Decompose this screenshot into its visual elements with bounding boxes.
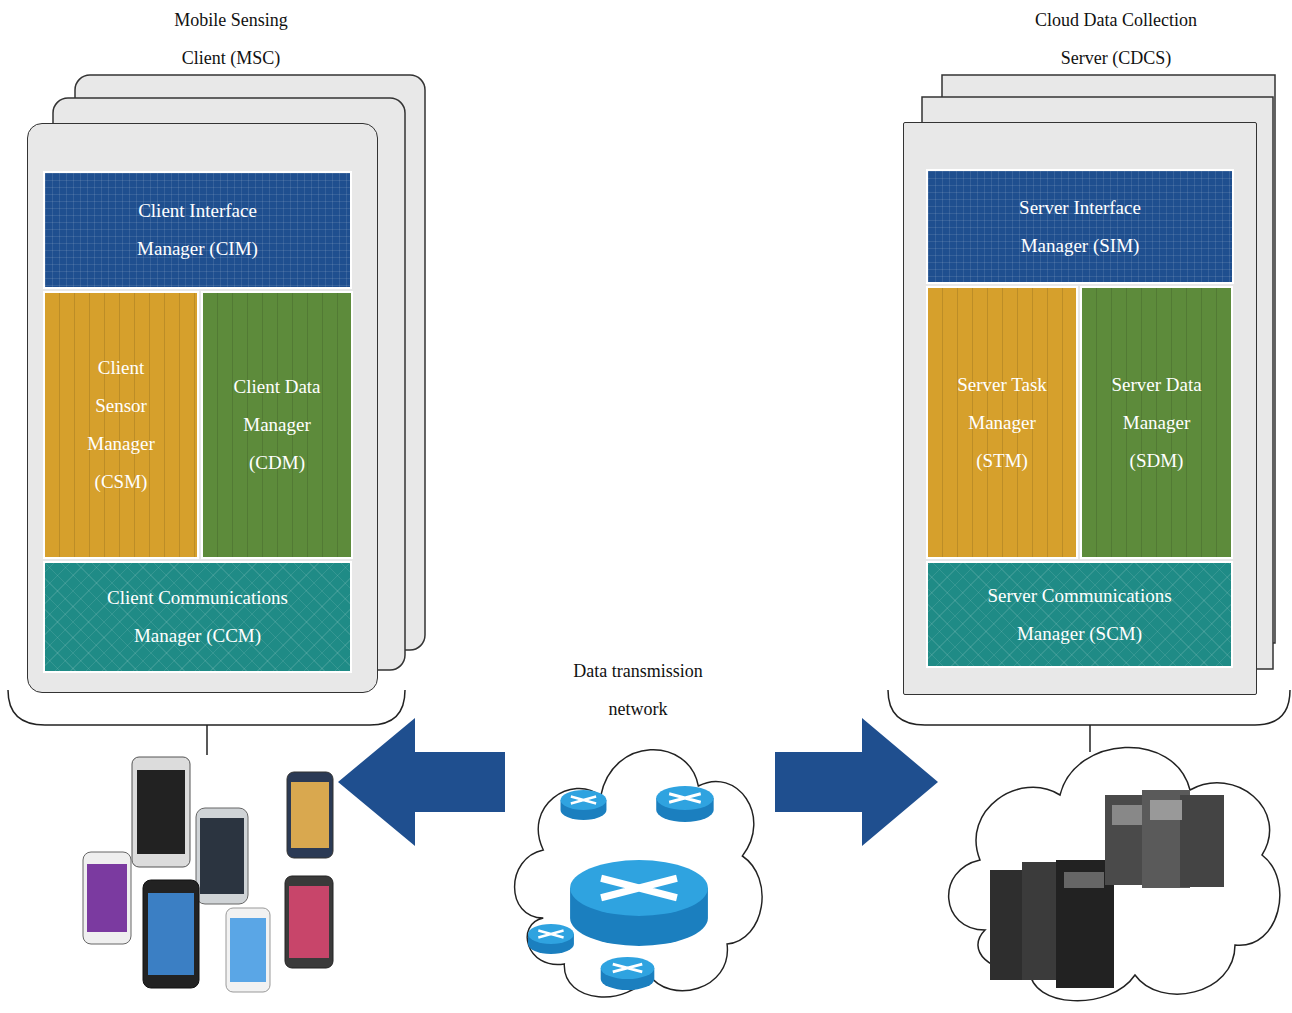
server-cloud bbox=[949, 747, 1280, 1000]
manager-module: Server Communications Manager (SCM) bbox=[926, 561, 1233, 668]
bracket bbox=[888, 690, 1290, 725]
network-cloud-node: Data transmission network bbox=[505, 718, 773, 1008]
back-card bbox=[922, 97, 1273, 669]
module-label: Client Interface Manager (CIM) bbox=[113, 192, 283, 268]
module-label: Server Data Manager (SDM) bbox=[1111, 366, 1203, 480]
module-label: Client Sensor Manager (CSM) bbox=[72, 349, 170, 501]
bracket-tick bbox=[1089, 725, 1091, 752]
block-arrow bbox=[338, 718, 505, 846]
module-label: Client Communications Manager (CCM) bbox=[83, 579, 313, 655]
manager-module: Server Task Manager (STM) bbox=[926, 286, 1078, 559]
manager-module: Client Interface Manager (CIM) bbox=[43, 171, 352, 289]
module-label: Server Interface Manager (SIM) bbox=[1000, 189, 1160, 265]
manager-module: Client Sensor Manager (CSM) bbox=[43, 291, 199, 559]
client-server-stack: Mobile Sensing Client (MSC)Client Interf… bbox=[27, 123, 378, 693]
group-heading: Cloud Data Collection Server (CDCS) bbox=[1026, 1, 1206, 77]
manager-module: Client Communications Manager (CCM) bbox=[43, 561, 352, 673]
manager-module: Server Interface Manager (SIM) bbox=[926, 169, 1234, 284]
client-server-stack: Cloud Data Collection Server (CDCS)Serve… bbox=[903, 122, 1257, 695]
module-label: Server Communications Manager (SCM) bbox=[967, 577, 1192, 653]
group-heading: Data transmission network bbox=[553, 652, 723, 728]
network-cloud bbox=[505, 718, 773, 1008]
module-label: Client Data Manager (CDM) bbox=[220, 368, 335, 482]
group-heading: Mobile Sensing Client (MSC) bbox=[161, 1, 301, 77]
manager-module: Client Data Manager (CDM) bbox=[201, 291, 353, 559]
phones bbox=[83, 757, 333, 992]
bracket bbox=[8, 690, 405, 725]
manager-module: Server Data Manager (SDM) bbox=[1080, 286, 1233, 559]
block-arrow bbox=[775, 718, 938, 846]
bracket-tick bbox=[206, 725, 208, 755]
module-label: Server Task Manager (STM) bbox=[956, 366, 1048, 480]
